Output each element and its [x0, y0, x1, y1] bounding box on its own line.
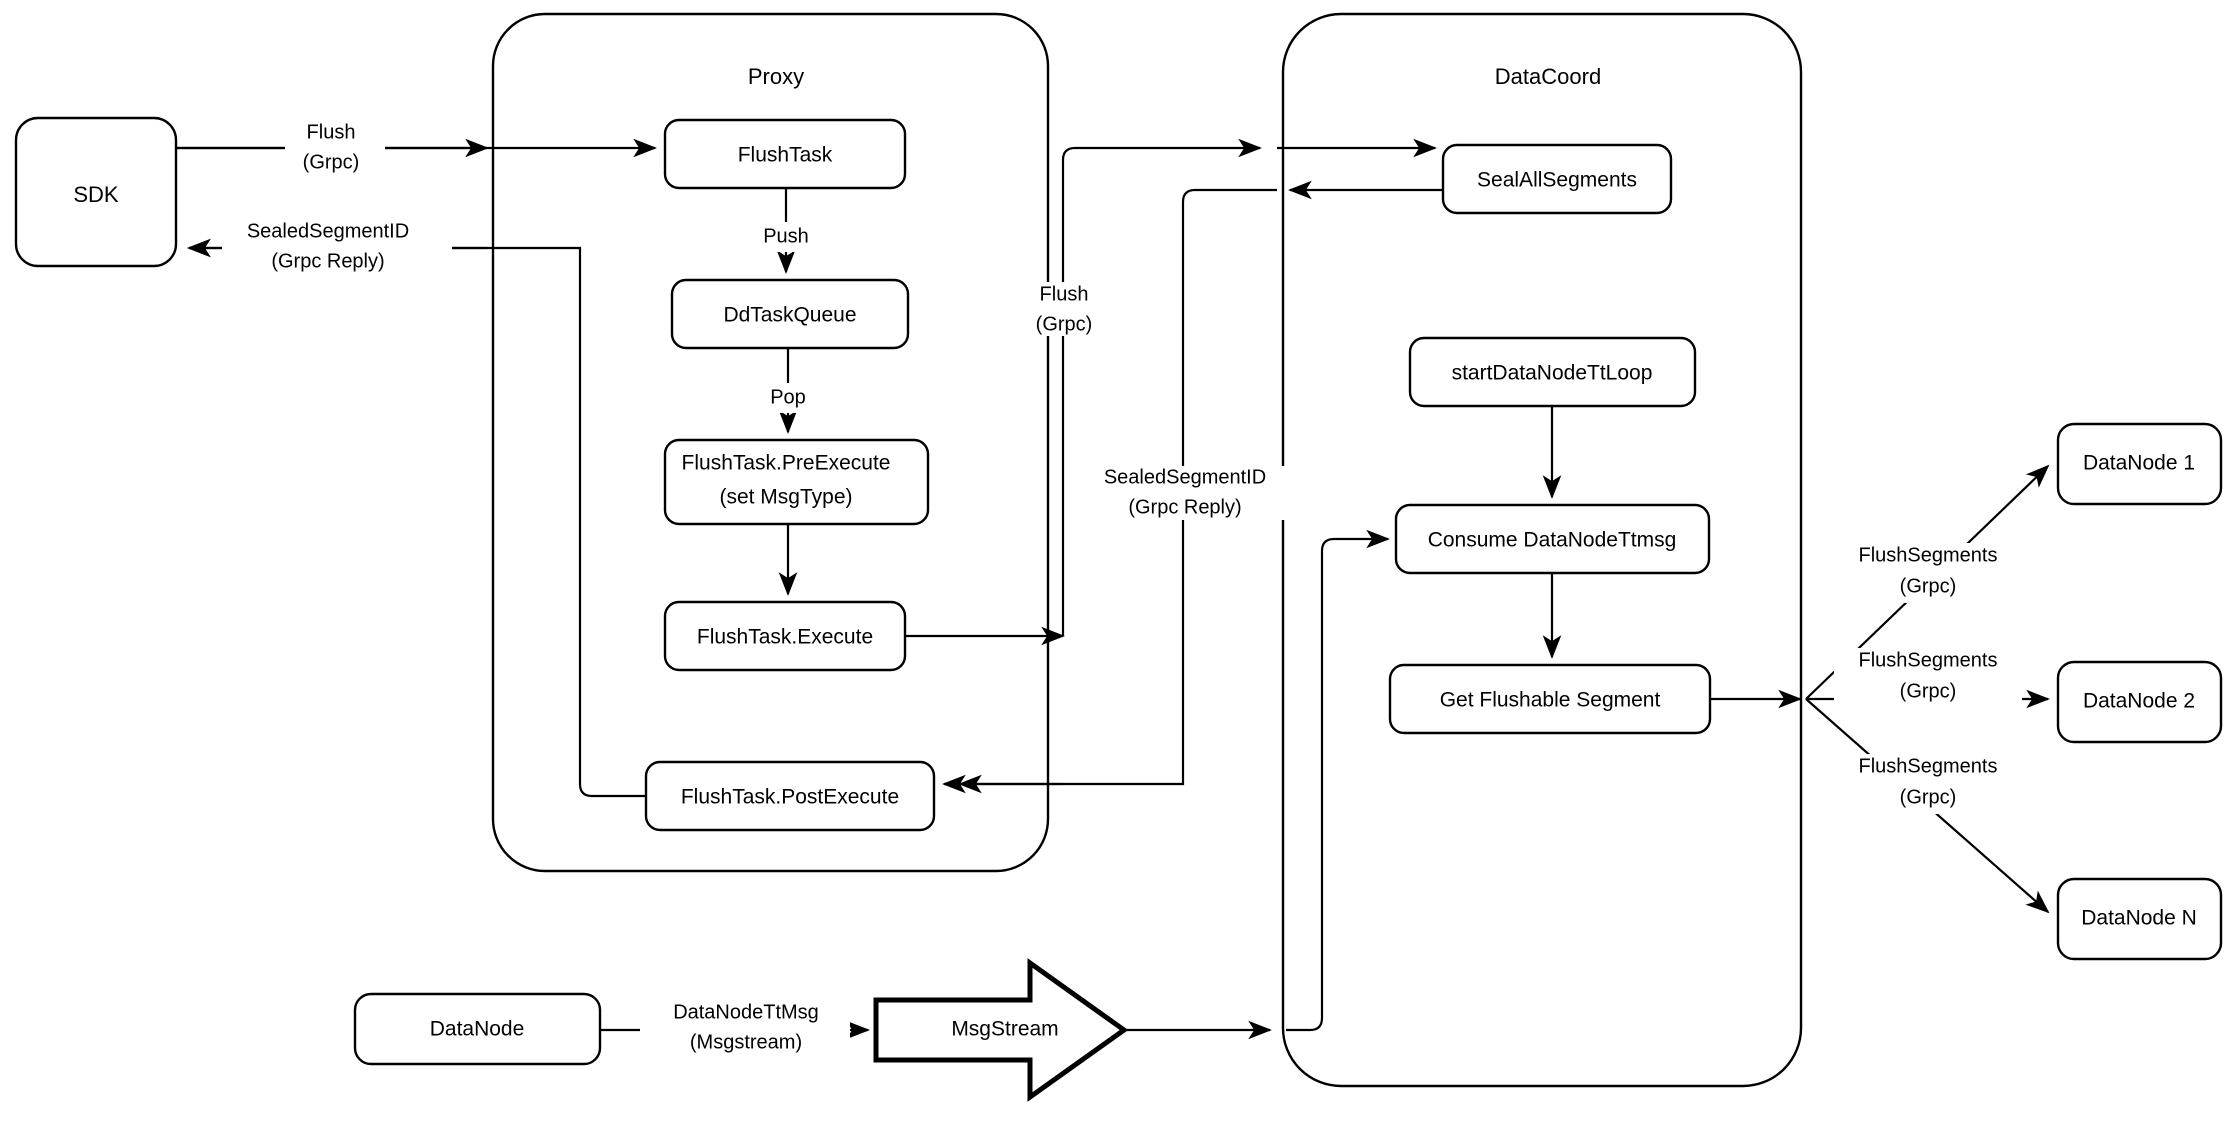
- edge-label-flushsegments-n: FlushSegments (Grpc): [1834, 754, 2022, 814]
- node-get-flushable-segment[interactable]: Get Flushable Segment: [1388, 663, 1712, 735]
- edge-label-flush-grpc-line1: Flush: [307, 121, 356, 143]
- container-datacoord: DataCoord: [1281, 12, 1803, 1088]
- node-flushtask-postexecute-label: FlushTask.PostExecute: [681, 786, 899, 809]
- node-get-flushable-segment-label: Get Flushable Segment: [1440, 689, 1661, 712]
- node-ddtaskqueue-label: DdTaskQueue: [723, 304, 856, 327]
- edge-label-sealedsegmentid-reply-2: SealedSegmentID (Grpc Reply): [1066, 466, 1304, 520]
- container-proxy-label: Proxy: [748, 64, 804, 89]
- node-startdatanodettloop[interactable]: startDataNodeTtLoop: [1408, 336, 1697, 408]
- node-flushtask-execute-label: FlushTask.Execute: [697, 626, 873, 649]
- edge-label-sealedsegmentid-line2: (Grpc Reply): [271, 250, 384, 272]
- edge-label-datanodettmsg-line2: (Msgstream): [690, 1031, 802, 1053]
- edge-label-sealedsegmentid-2-line2: (Grpc Reply): [1128, 496, 1241, 518]
- node-msgstream-label: MsgStream: [951, 1018, 1058, 1041]
- node-msgstream[interactable]: MsgStream: [873, 958, 1129, 1102]
- node-flushtask-preexecute[interactable]: FlushTask.PreExecute (set MsgType): [663, 438, 930, 526]
- edge-label-sealedsegmentid-2-line1: SealedSegmentID: [1104, 466, 1266, 488]
- node-sealallsegments[interactable]: SealAllSegments: [1441, 143, 1673, 215]
- node-consume-datanodettmsg-label: Consume DataNodeTtmsg: [1428, 529, 1677, 552]
- edge-label-push: Push: [763, 225, 809, 247]
- node-flushtask-preexecute-label-line2: (set MsgType): [719, 486, 852, 509]
- edge-label-flushsegments-1-line2: (Grpc): [1900, 575, 1957, 597]
- edge-ddtaskqueue-to-preexecute: Pop: [755, 348, 821, 434]
- container-proxy: Proxy: [491, 12, 1050, 873]
- node-sdk-label: SDK: [73, 182, 119, 207]
- edge-label-sealedsegmentid-line1: SealedSegmentID: [247, 220, 409, 242]
- edge-datanode-to-msgstream: DataNodeTtMsg (Msgstream): [600, 1001, 870, 1056]
- edge-label-pop: Pop: [770, 386, 806, 408]
- node-datanode-source-label: DataNode: [430, 1018, 525, 1041]
- node-datanode-source[interactable]: DataNode: [353, 992, 602, 1066]
- edge-flushtask-to-ddtaskqueue: Push: [748, 188, 824, 274]
- edge-label-flush-grpc-2: Flush (Grpc): [1012, 282, 1116, 336]
- node-datanode-1-label: DataNode 1: [2083, 452, 2195, 475]
- edge-sealallsegments-to-postexecute: [942, 180, 1443, 794]
- edge-label-flushsegments-1: FlushSegments (Grpc): [1834, 543, 2022, 603]
- node-flushtask-postexecute[interactable]: FlushTask.PostExecute: [644, 760, 936, 832]
- node-datanode-n-label: DataNode N: [2081, 907, 2197, 930]
- node-datanode-2-label: DataNode 2: [2083, 690, 2195, 713]
- edge-label-flushsegments-1-line1: FlushSegments: [1859, 544, 1998, 566]
- node-sdk[interactable]: SDK: [14, 116, 178, 268]
- node-consume-datanodettmsg[interactable]: Consume DataNodeTtmsg: [1394, 503, 1711, 575]
- edge-label-flush-grpc: Flush (Grpc): [285, 121, 385, 174]
- edge-label-flushsegments-2-line1: FlushSegments: [1859, 649, 1998, 671]
- node-datanode-n[interactable]: DataNode N: [2056, 877, 2223, 961]
- node-flushtask-label: FlushTask: [738, 144, 833, 167]
- edge-label-flush-grpc-2-line1: Flush: [1040, 283, 1089, 305]
- node-flushtask-preexecute-label-line1: FlushTask.PreExecute: [682, 452, 891, 475]
- node-flushtask[interactable]: FlushTask: [663, 118, 907, 190]
- edge-label-flush-grpc-line2: (Grpc): [303, 151, 360, 173]
- edge-label-flushsegments-2: FlushSegments (Grpc): [1834, 648, 2022, 708]
- edge-label-flushsegments-n-line1: FlushSegments: [1859, 755, 1998, 777]
- edge-label-flushsegments-2-line2: (Grpc): [1900, 680, 1957, 702]
- container-datacoord-label: DataCoord: [1495, 64, 1601, 89]
- edge-postexecute-to-sdk: [187, 238, 646, 798]
- node-sealallsegments-label: SealAllSegments: [1477, 169, 1637, 192]
- edge-label-flushsegments-n-line2: (Grpc): [1900, 786, 1957, 808]
- edge-label-datanodettmsg-line1: DataNodeTtMsg: [673, 1001, 819, 1023]
- edge-execute-to-sealallsegments: [905, 138, 1437, 646]
- node-ddtaskqueue[interactable]: DdTaskQueue: [670, 278, 910, 350]
- node-flushtask-execute[interactable]: FlushTask.Execute: [663, 600, 907, 672]
- node-startdatanodettloop-label: startDataNodeTtLoop: [1452, 362, 1653, 385]
- edge-label-flush-grpc-2-line2: (Grpc): [1036, 313, 1093, 335]
- edge-msgstream-to-consume: [1124, 529, 1390, 1040]
- node-datanode-2[interactable]: DataNode 2: [2056, 660, 2223, 744]
- node-datanode-1[interactable]: DataNode 1: [2056, 422, 2223, 506]
- edge-label-sealedsegmentid-reply: SealedSegmentID (Grpc Reply): [222, 220, 452, 276]
